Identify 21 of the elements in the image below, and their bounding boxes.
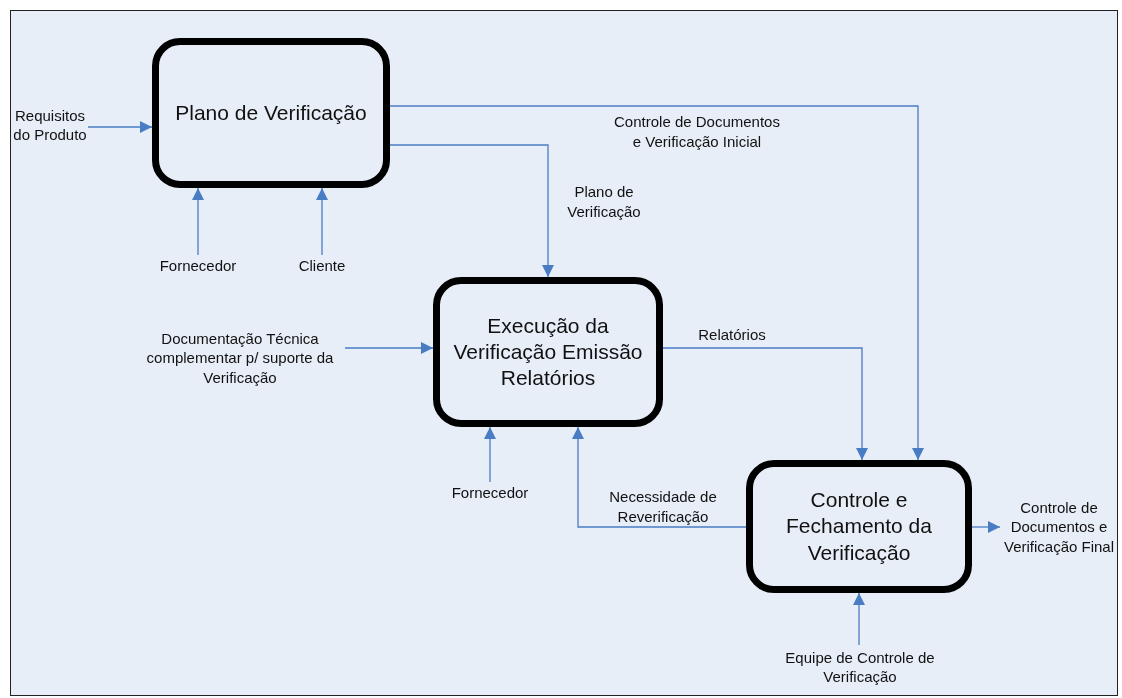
- input-label: Documentação Técnica complementar p/ suporte da Verificação: [145, 328, 335, 388]
- input-label: Controle de Documentos e Verificação Final: [1002, 497, 1116, 557]
- input-label: Fornecedor: [451, 483, 529, 503]
- arrow: [662, 347, 868, 461]
- input-label: Fornecedor: [159, 256, 237, 276]
- process-box: Execução da Verificação Emissão Relatórios: [433, 277, 663, 427]
- arrow: [389, 105, 924, 461]
- input-label: Equipe de Controle de Verificação: [784, 647, 936, 687]
- process-box: Plano de Verificação: [152, 38, 390, 188]
- arrow: [853, 592, 865, 646]
- arrow: [484, 426, 496, 483]
- arrow: [389, 144, 554, 278]
- arrow: [344, 342, 434, 354]
- arrow: [87, 121, 153, 133]
- process-box: Controle e Fechamento da Verificação: [746, 460, 972, 593]
- arrow: [971, 521, 1001, 533]
- arrow: [316, 187, 328, 256]
- arrow: [572, 426, 747, 528]
- input-label: Requisitos do Produto: [12, 105, 88, 145]
- arrow: [192, 187, 204, 256]
- input-label: Cliente: [298, 256, 346, 276]
